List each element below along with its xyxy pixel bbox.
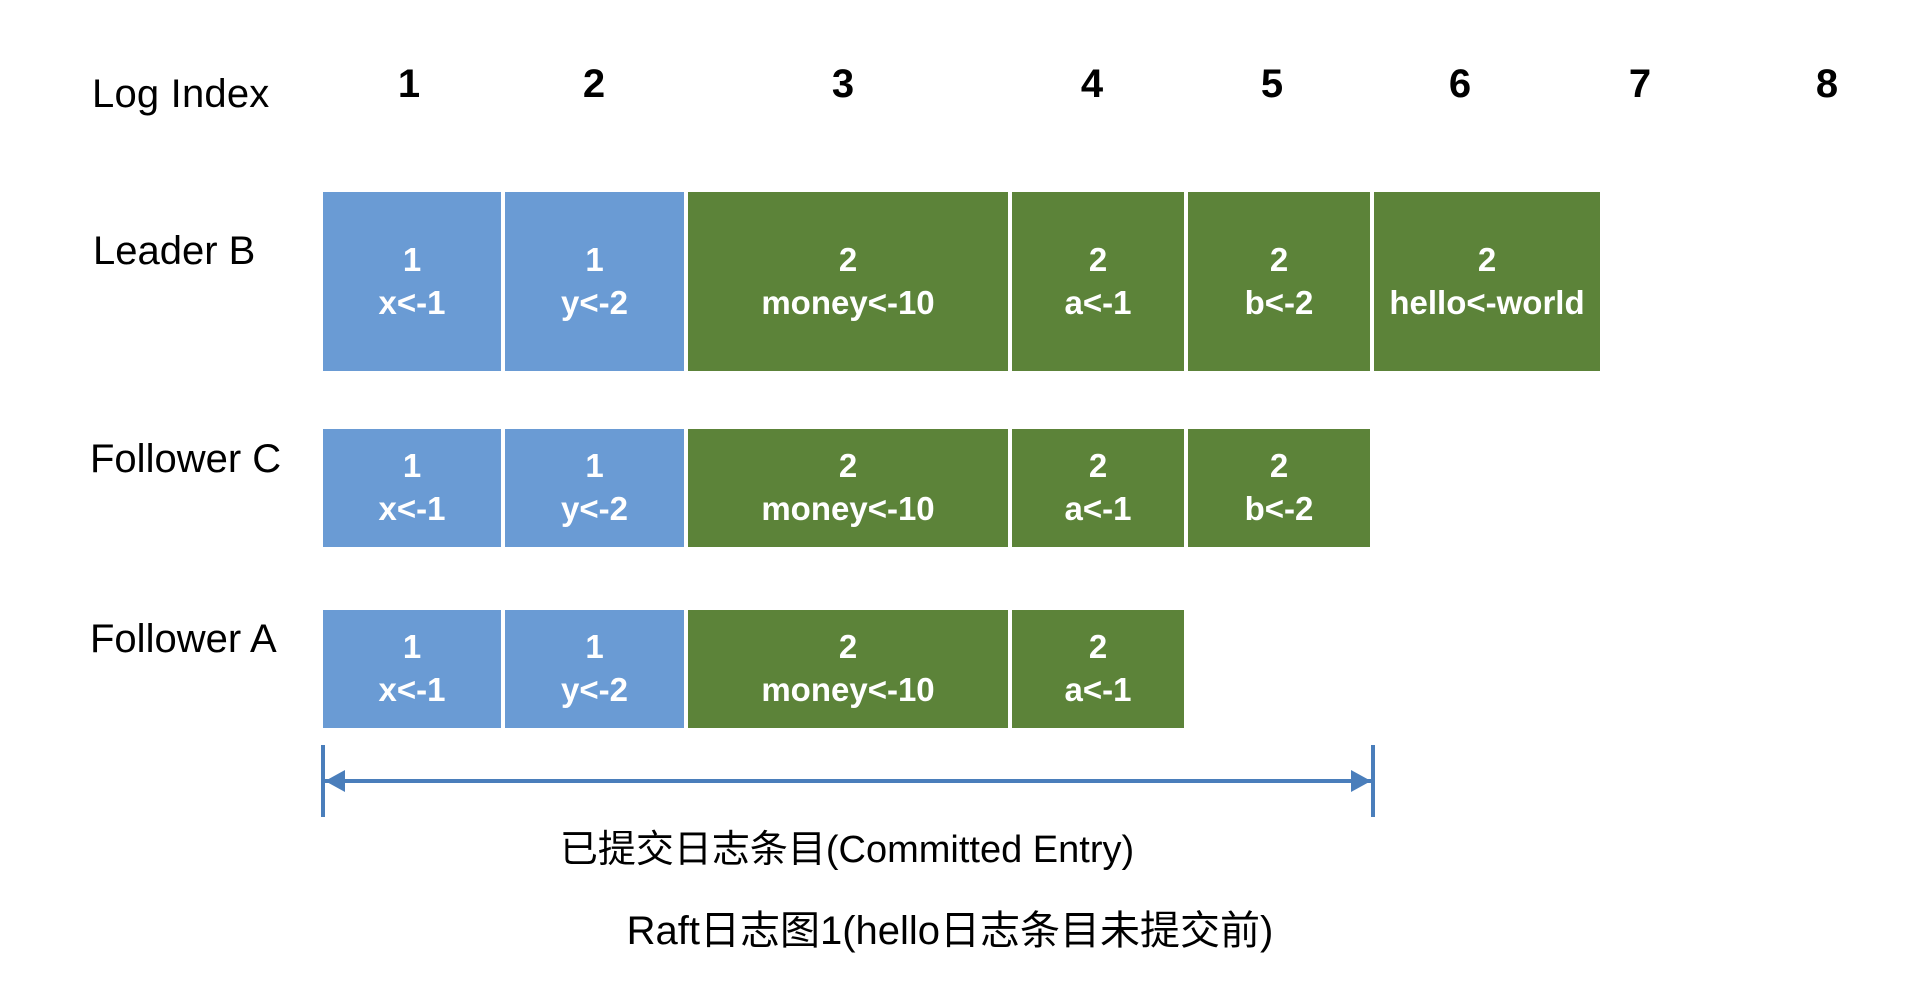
log-entry-term: 1 [402,628,422,666]
log-entry-term: 2 [1269,240,1289,278]
log-entry-term: 1 [585,240,604,278]
log-entry-command: y<-2 [561,283,628,321]
log-row: 1 x<-1 1 y<-2 2 money<-10 2 a<-1 [321,608,1186,730]
log-entry-command: money<-10 [761,283,935,321]
log-entry-cell[interactable]: 2 a<-1 [1010,190,1186,373]
log-entry-command: b<-2 [1244,283,1314,321]
log-entry-term: 2 [838,447,858,485]
committed-entry-caption: 已提交日志条目(Committed Entry) [0,818,1920,873]
log-entry-cell[interactable]: 2 b<-2 [1186,427,1372,549]
log-entry-cell[interactable]: 1 x<-1 [321,190,503,373]
log-entry-command: y<-2 [561,671,628,708]
committed-range-tick-left [321,745,325,817]
log-entry-term: 1 [585,447,604,485]
log-entry-cell[interactable]: 1 x<-1 [321,608,503,730]
log-index-6: 6 [1448,62,1472,106]
node-label-leader-b: Leader B [93,229,256,273]
committed-range-tick-right [1371,745,1375,817]
log-entry-command: money<-10 [761,490,935,527]
log-entry-cell[interactable]: 2 money<-10 [686,427,1010,549]
log-entry-command: x<-1 [378,490,446,527]
log-entry-cell[interactable]: 1 y<-2 [503,190,686,373]
log-entry-command: a<-1 [1064,490,1132,527]
arrow-head-left-icon [325,770,345,792]
figure-caption: Raft日志图1(hello日志条目未提交前) [0,898,1920,956]
log-entry-command: b<-2 [1244,490,1314,527]
arrow-head-right-icon [1351,770,1371,792]
log-entry-term: 2 [838,628,858,666]
log-entry-command: a<-1 [1064,671,1132,708]
log-entry-term: 2 [1088,447,1108,485]
log-index-7: 7 [1628,62,1652,106]
log-entry-command: y<-2 [561,490,628,527]
log-entry-command: hello<-world [1389,283,1585,321]
log-row: 1 x<-1 1 y<-2 2 money<-10 2 a<-1 2 b<-2 2 hello<-wo… [321,190,1602,373]
log-index-2: 2 [582,62,606,106]
log-entry-cell[interactable]: 1 y<-2 [503,608,686,730]
log-entry-term: 2 [1088,628,1108,666]
log-index-8: 8 [1815,62,1839,106]
log-entry-cell[interactable]: 1 y<-2 [503,427,686,549]
log-entry-cell[interactable]: 2 hello<-world [1372,190,1602,373]
log-entry-term: 2 [1269,447,1289,485]
log-row: 1 x<-1 1 y<-2 2 money<-10 2 a<-1 2 b<-2 [321,427,1372,549]
log-index-label: Log Index [92,72,270,116]
log-entry-command: x<-1 [378,283,446,321]
node-label-follower-c: Follower C [90,437,282,481]
log-entry-cell[interactable]: 2 a<-1 [1010,427,1186,549]
log-entry-cell[interactable]: 2 money<-10 [686,608,1010,730]
log-entry-cell[interactable]: 2 money<-10 [686,190,1010,373]
figure-caption-text: Raft日志图1(hello日志条目未提交前) [626,909,1274,953]
log-entry-command: x<-1 [378,671,446,708]
log-index-4: 4 [1080,62,1104,106]
log-entry-cell[interactable]: 2 a<-1 [1010,608,1186,730]
log-entry-term: 2 [838,240,858,278]
log-index-1: 1 [397,62,421,106]
log-entry-term: 2 [1088,240,1108,278]
committed-entry-caption-text: 已提交日志条目(Committed Entry) [559,829,1135,871]
log-entry-cell[interactable]: 1 x<-1 [321,427,503,549]
committed-range-line [325,779,1371,783]
log-entry-command: a<-1 [1064,283,1132,321]
log-entry-term: 1 [585,628,604,666]
log-entry-term: 1 [402,240,422,278]
node-label-follower-a: Follower A [90,617,277,661]
log-entry-cell[interactable]: 2 b<-2 [1186,190,1372,373]
log-index-3: 3 [831,62,855,106]
log-entry-term: 1 [402,447,422,485]
log-entry-term: 2 [1477,240,1497,278]
log-entry-command: money<-10 [761,671,935,708]
log-index-5: 5 [1260,62,1284,106]
